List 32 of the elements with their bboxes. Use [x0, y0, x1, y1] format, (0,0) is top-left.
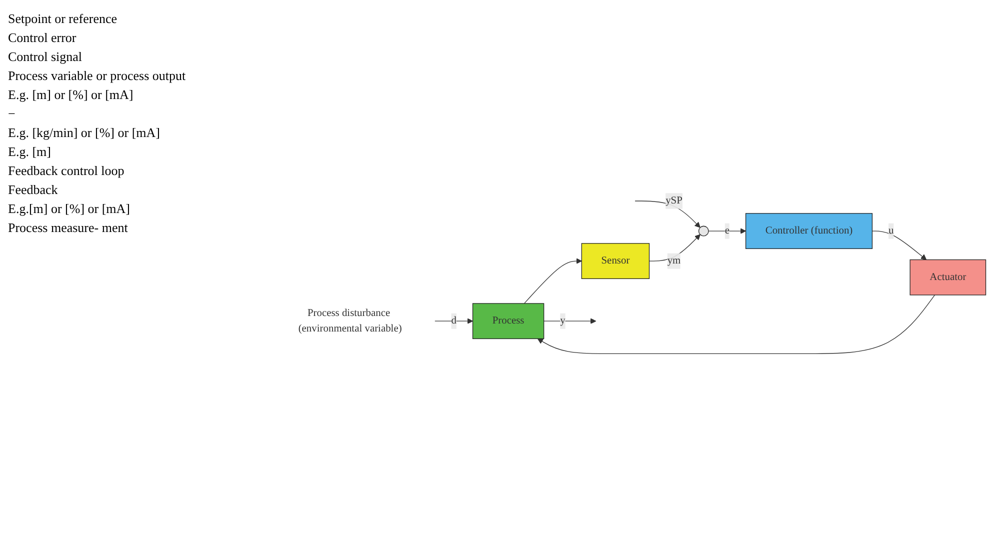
note-text: − [8, 106, 16, 122]
arrow [544, 318, 596, 324]
note-text: E.g. [kg/min] or [%] or [mA] [8, 125, 161, 141]
edge-label: ym [667, 255, 681, 266]
arrow [524, 258, 582, 304]
note-text: Control signal [8, 49, 84, 65]
node-box: Controller (function) [745, 213, 873, 249]
arrow [634, 200, 700, 228]
node-box: Process [472, 303, 544, 340]
note-text: E.g. [m] or [%] or [mA] [8, 87, 134, 103]
node-box: Actuator [910, 259, 986, 296]
node-text: Process disturbance (environmental variable) [298, 307, 402, 334]
edge-label: u [888, 225, 894, 236]
note-text: E.g. [m] [8, 144, 52, 160]
note-text: E.g.[m] or [%] or [mA] [8, 201, 132, 217]
arrow [434, 318, 474, 324]
node-box: Sensor [581, 243, 650, 280]
note-text: Feedback [8, 182, 59, 198]
edge-label: e [724, 225, 730, 236]
arrow [537, 294, 936, 354]
note-text: Setpoint or reference [8, 11, 118, 27]
arrow [648, 234, 700, 262]
arrow [708, 228, 746, 234]
arrow [872, 230, 927, 260]
note-text: Process measure- ment [8, 220, 129, 236]
note-text: Process variable or process output [8, 68, 187, 84]
edge-label: y [560, 315, 566, 326]
edge-label: ySP [666, 195, 682, 206]
node-circle [698, 226, 709, 236]
note-text: Control error [8, 30, 78, 46]
note-text: Feedback control loop [8, 163, 126, 179]
edge-label: d [451, 315, 456, 326]
